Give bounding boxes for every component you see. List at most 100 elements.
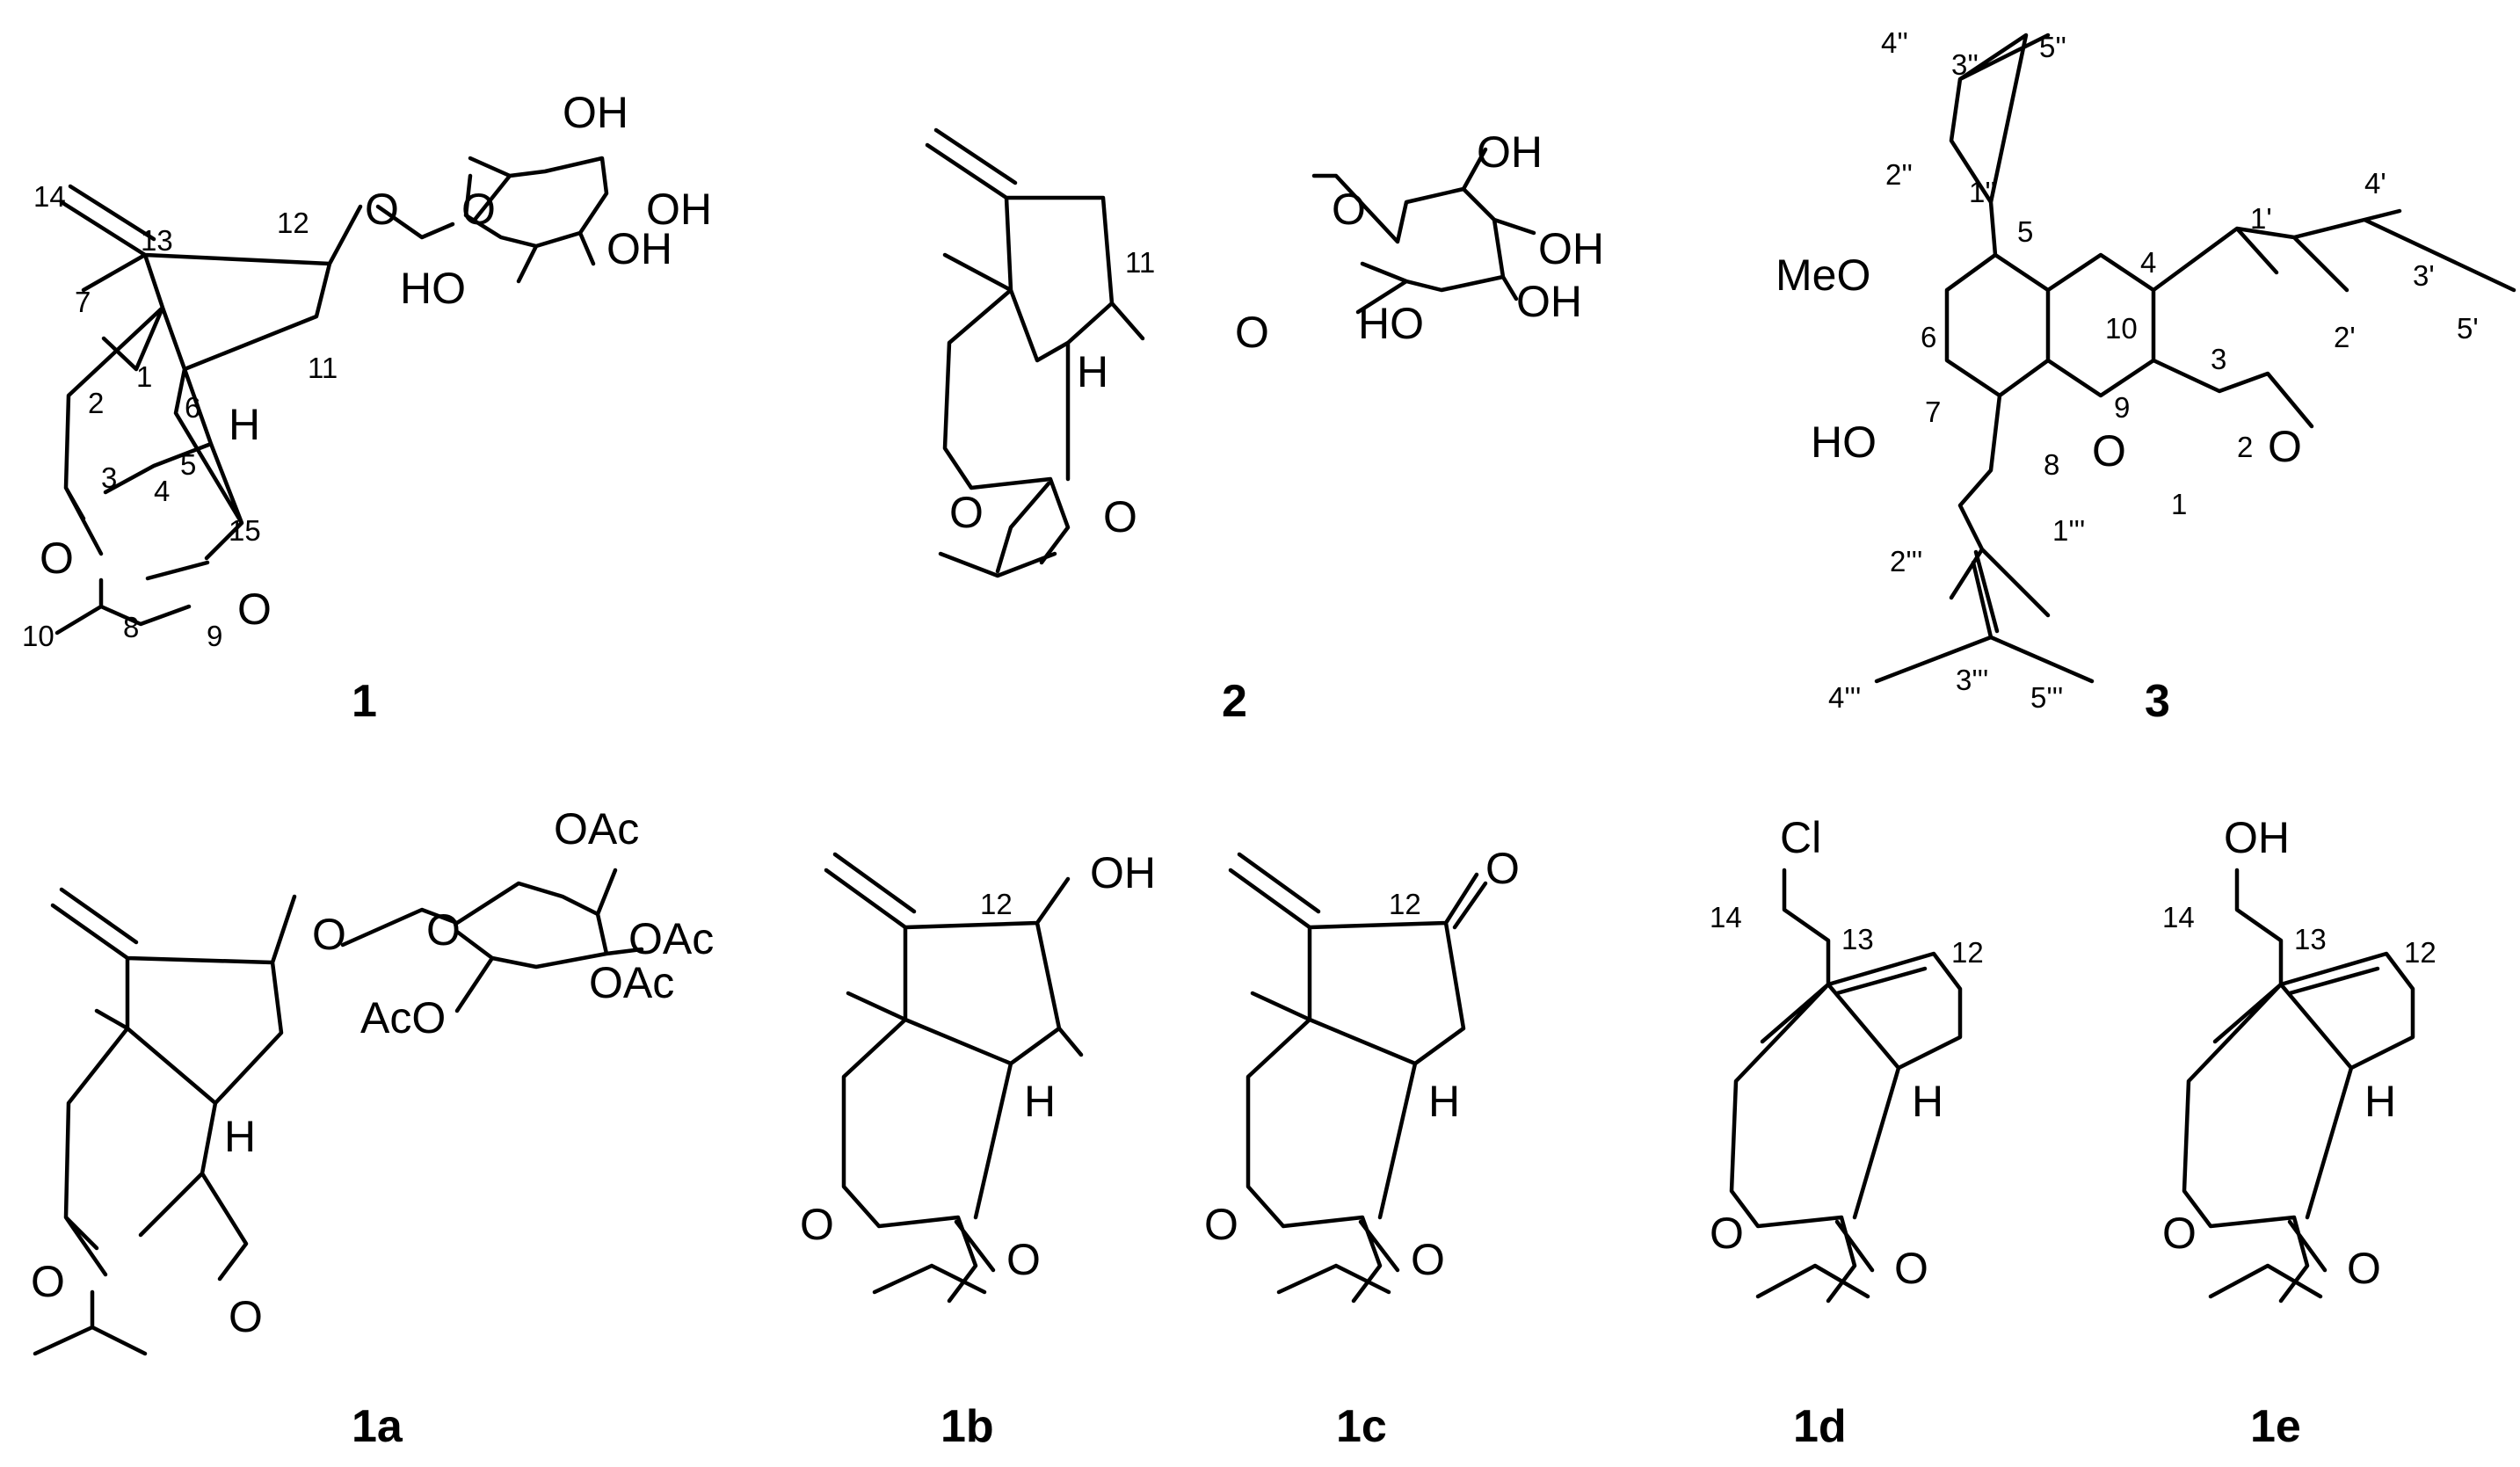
svg-text:HO: HO	[1358, 299, 1424, 348]
svg-text:OH: OH	[646, 185, 712, 234]
svg-text:11: 11	[308, 352, 338, 384]
svg-text:OH: OH	[2224, 813, 2290, 862]
svg-text:14: 14	[1710, 901, 1742, 933]
svg-text:2': 2'	[2334, 321, 2356, 353]
svg-text:4: 4	[154, 475, 170, 507]
svg-text:13: 13	[1841, 923, 1874, 955]
svg-text:O: O	[237, 585, 272, 634]
svg-text:5': 5'	[2457, 312, 2479, 345]
svg-text:2''': 2'''	[1890, 545, 1922, 577]
svg-text:OH: OH	[1516, 277, 1582, 326]
svg-text:Cl: Cl	[1780, 813, 1821, 862]
svg-text:1d: 1d	[1793, 1401, 1847, 1452]
svg-text:AcO: AcO	[360, 993, 446, 1042]
svg-text:O: O	[1894, 1244, 1928, 1293]
svg-text:5: 5	[2017, 215, 2033, 248]
svg-text:5''': 5'''	[2030, 681, 2063, 714]
svg-text:2'': 2''	[1885, 158, 1913, 191]
svg-text:4'': 4''	[1881, 26, 1908, 59]
svg-text:H: H	[224, 1112, 256, 1161]
compound-1c: O O O H 12 1c	[1204, 844, 1520, 1452]
svg-text:6: 6	[1921, 321, 1936, 353]
svg-text:O: O	[1204, 1200, 1238, 1249]
svg-text:1: 1	[136, 360, 152, 393]
svg-text:O: O	[1411, 1235, 1445, 1284]
svg-text:OH: OH	[1090, 848, 1156, 897]
svg-text:15: 15	[229, 514, 261, 547]
svg-text:OAc: OAc	[628, 914, 714, 963]
svg-text:1b: 1b	[940, 1401, 994, 1452]
svg-text:7: 7	[75, 286, 91, 318]
svg-text:H: H	[1912, 1077, 1943, 1126]
svg-text:O: O	[229, 1292, 263, 1341]
svg-text:12: 12	[2404, 936, 2436, 969]
svg-text:9: 9	[207, 620, 222, 652]
svg-text:OH: OH	[563, 88, 628, 137]
svg-text:3'': 3''	[1951, 48, 1979, 81]
svg-text:O: O	[1103, 492, 1137, 541]
svg-text:MeO: MeO	[1776, 251, 1870, 300]
svg-text:O: O	[1235, 308, 1269, 357]
svg-text:O: O	[426, 905, 461, 955]
svg-text:OH: OH	[1538, 224, 1604, 273]
svg-text:H: H	[229, 400, 260, 449]
svg-text:2: 2	[2237, 431, 2253, 463]
svg-text:3: 3	[101, 461, 117, 494]
svg-text:O: O	[1332, 185, 1366, 234]
compound-1b: OH O O H 12 1b	[800, 848, 1156, 1452]
svg-text:12: 12	[277, 207, 309, 239]
svg-text:O: O	[461, 185, 496, 234]
svg-text:3''': 3'''	[1956, 664, 1988, 696]
svg-text:1'': 1''	[1969, 176, 1996, 208]
svg-text:7: 7	[1925, 396, 1941, 428]
svg-text:10: 10	[2105, 312, 2138, 345]
svg-text:8: 8	[2044, 448, 2059, 481]
svg-text:1: 1	[2171, 488, 2187, 520]
svg-text:5'': 5''	[2039, 31, 2066, 63]
svg-text:O: O	[31, 1257, 65, 1306]
svg-text:O: O	[1485, 844, 1520, 893]
svg-text:O: O	[40, 534, 74, 583]
svg-text:2: 2	[88, 387, 104, 419]
compound-1e: OH O O H 14 13 12 1e	[2162, 813, 2436, 1452]
svg-text:13: 13	[2294, 923, 2327, 955]
svg-text:1': 1'	[2250, 202, 2272, 235]
svg-text:1''': 1'''	[2052, 514, 2085, 547]
svg-text:O: O	[800, 1200, 834, 1249]
svg-text:OH: OH	[606, 224, 672, 273]
svg-text:12: 12	[1389, 888, 1421, 920]
svg-text:HO: HO	[1811, 418, 1877, 467]
svg-text:1e: 1e	[2250, 1401, 2301, 1452]
svg-text:O: O	[1006, 1235, 1041, 1284]
svg-text:O: O	[1710, 1209, 1744, 1258]
svg-text:1c: 1c	[1336, 1401, 1387, 1452]
svg-text:O: O	[949, 488, 984, 537]
svg-text:HO: HO	[400, 264, 466, 313]
svg-text:O: O	[2162, 1209, 2197, 1258]
svg-text:H: H	[1428, 1077, 1460, 1126]
svg-text:O: O	[312, 910, 346, 959]
svg-text:14: 14	[2162, 901, 2195, 933]
svg-text:5: 5	[180, 448, 196, 481]
compound-1: O O O OH OH OH HO H O 14 13 12 7 1 2 6 1…	[22, 88, 712, 727]
svg-text:H: H	[1077, 347, 1108, 396]
svg-text:O: O	[2092, 426, 2126, 476]
svg-text:3: 3	[2145, 676, 2170, 727]
svg-text:2: 2	[1222, 676, 1247, 727]
svg-text:14: 14	[33, 180, 66, 213]
compound-1a: O O O O H OAc OAc OAc AcO 1a	[31, 804, 714, 1452]
svg-text:O: O	[2268, 422, 2302, 471]
svg-text:H: H	[2364, 1077, 2396, 1126]
svg-text:3: 3	[2211, 343, 2226, 375]
svg-text:O: O	[365, 185, 399, 234]
svg-text:4''': 4'''	[1828, 681, 1861, 714]
svg-text:12: 12	[980, 888, 1013, 920]
svg-text:H: H	[1024, 1077, 1056, 1126]
svg-text:OH: OH	[1477, 127, 1543, 177]
svg-text:1: 1	[352, 676, 377, 727]
compound-2: O O O O H OH OH OH HO 11 2	[925, 127, 1604, 727]
svg-text:OAc: OAc	[589, 958, 674, 1007]
svg-text:11: 11	[1125, 246, 1155, 279]
compound-1d: Cl O O H 14 13 12 1d	[1710, 813, 1984, 1452]
